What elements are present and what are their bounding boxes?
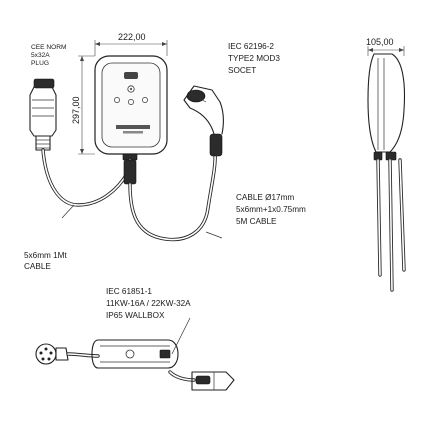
svg-text:5x32A: 5x32A: [31, 52, 50, 59]
wallbox-side-view: [367, 53, 406, 292]
wallbox-front-view: [94, 55, 168, 161]
long-cable: [123, 150, 223, 242]
plug-face-icon: [35, 343, 57, 365]
svg-text:IEC 61851-1: IEC 61851-1: [106, 287, 152, 296]
svg-text:PLUG: PLUG: [31, 60, 49, 67]
plug-label: CEE NORM 5x32A PLUG: [31, 44, 67, 67]
svg-text:CEE NORM: CEE NORM: [31, 44, 67, 51]
svg-text:TYPE2 MOD3: TYPE2 MOD3: [228, 54, 280, 63]
height-dimension: 297,00: [71, 55, 95, 155]
width-dimension-label: 222,00: [118, 32, 146, 42]
short-cable: [41, 148, 132, 219]
svg-text:CABLE: CABLE: [24, 262, 51, 271]
svg-text:5M CABLE: 5M CABLE: [236, 217, 277, 226]
indicator-icons: [114, 97, 148, 105]
status-led-icon: [124, 72, 138, 93]
svg-text:SOCET: SOCET: [228, 66, 256, 75]
short-cable-label: 5x6mm 1Mt CABLE: [24, 251, 67, 271]
wallbox-bottom-view: [35, 317, 235, 391]
svg-text:CABLE Ø17mm: CABLE Ø17mm: [236, 193, 294, 202]
socket-label: IEC 62196-2 TYPE2 MOD3 SOCET: [228, 42, 280, 75]
svg-text:IEC 62196-2: IEC 62196-2: [228, 42, 274, 51]
svg-text:5x6mm+1x0.75mm: 5x6mm+1x0.75mm: [236, 205, 306, 214]
depth-dimension: 105,00: [366, 37, 405, 56]
long-cable-label: CABLE Ø17mm 5x6mm+1x0.75mm 5M CABLE: [236, 193, 306, 226]
height-dimension-label: 297,00: [71, 96, 81, 124]
svg-text:IP65 WALLBOX: IP65 WALLBOX: [106, 311, 165, 320]
standard-label: IEC 61851-1 11KW-16A / 22KW-32A IP65 WAL…: [106, 287, 191, 320]
svg-text:5x6mm 1Mt: 5x6mm 1Mt: [24, 251, 67, 260]
cee-plug: [29, 78, 57, 151]
svg-text:11KW-16A / 22KW-32A: 11KW-16A / 22KW-32A: [106, 299, 191, 308]
depth-dimension-label: 105,00: [366, 37, 394, 47]
type2-connector: [183, 85, 224, 157]
brand-logo: [116, 125, 150, 134]
width-dimension: 222,00: [94, 32, 168, 56]
